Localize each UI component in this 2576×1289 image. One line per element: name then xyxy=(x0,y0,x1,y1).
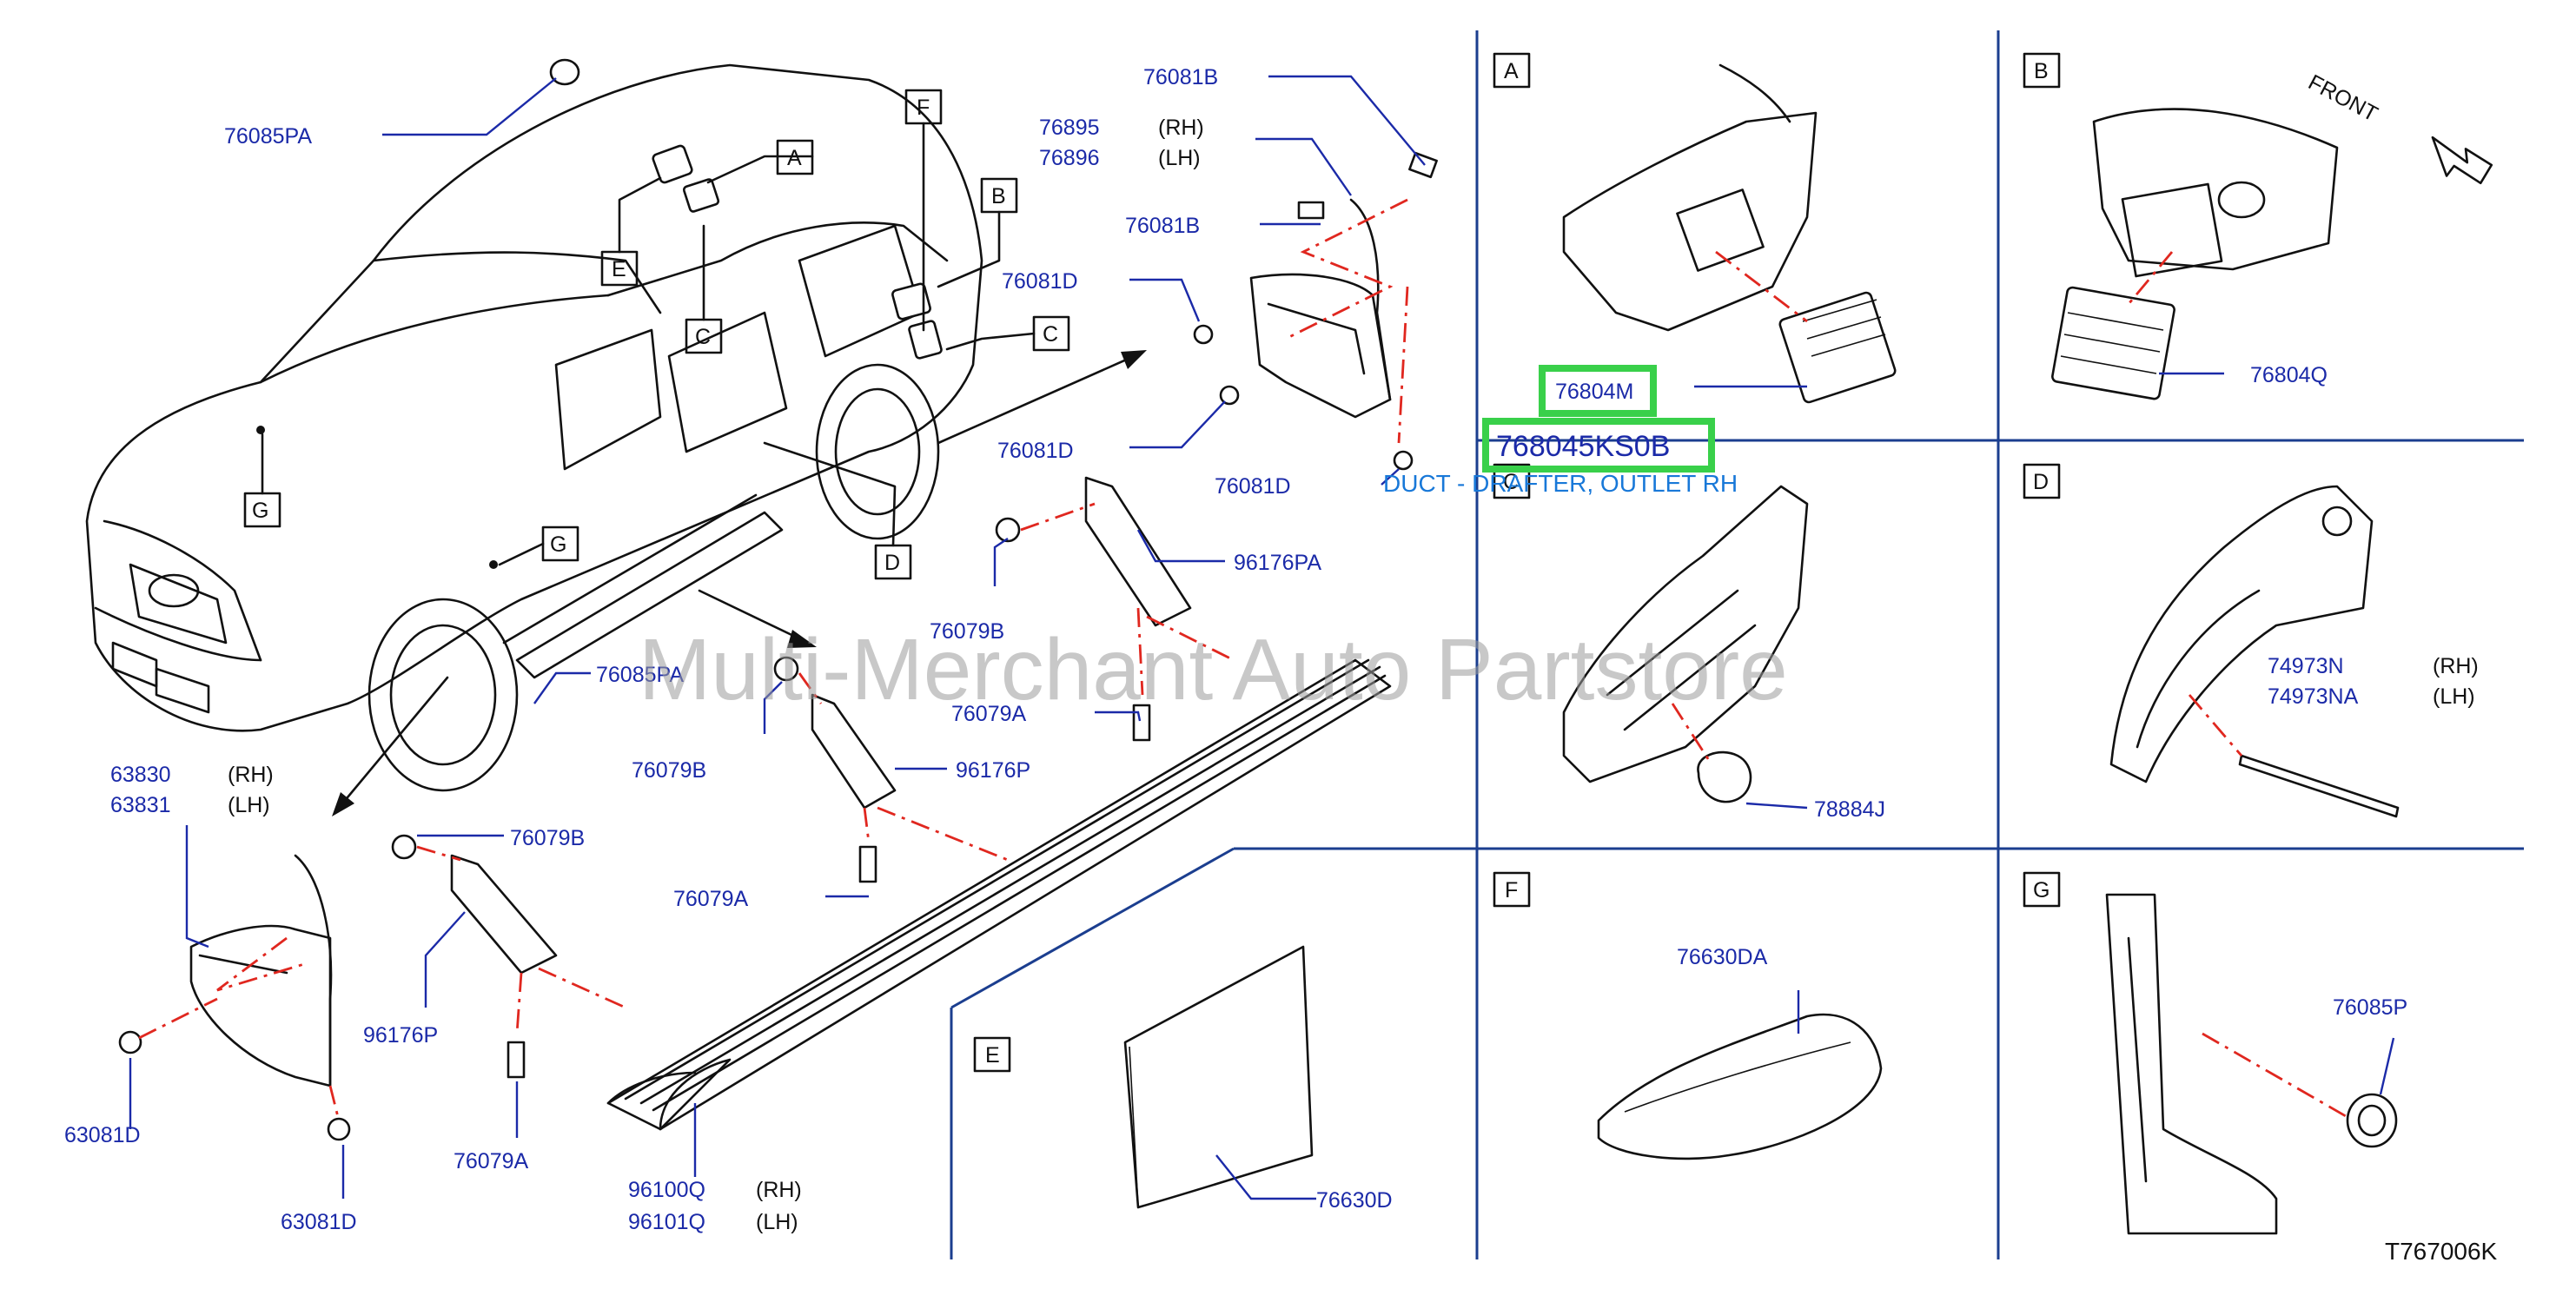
part-76085PA-low[interactable]: 76085PA xyxy=(596,663,684,687)
svg-text:C: C xyxy=(1503,470,1519,494)
part-76081D-c[interactable]: 76081D xyxy=(1215,474,1291,499)
svg-text:G: G xyxy=(2033,878,2050,902)
part-76079A-a[interactable]: 76079A xyxy=(951,702,1027,726)
panel-frame xyxy=(950,30,2524,1259)
svg-text:G: G xyxy=(550,532,566,557)
svg-text:(LH): (LH) xyxy=(228,793,270,817)
leader-lines xyxy=(129,75,2395,1200)
svg-text:(RH): (RH) xyxy=(2433,654,2479,678)
svg-text:E: E xyxy=(612,257,626,281)
mud-guard-rear xyxy=(118,854,351,1141)
detail-g-art xyxy=(2105,893,2398,1235)
svg-text:B: B xyxy=(991,184,1006,208)
part-74973NA[interactable]: 74973NA xyxy=(2268,684,2359,709)
car-callout-boxes: A B C C D E F G G xyxy=(243,89,1070,580)
detail-a-art xyxy=(1562,63,1897,404)
svg-text:C: C xyxy=(695,325,711,349)
part-76079B-c[interactable]: 76079B xyxy=(510,826,585,850)
vehicle-illustration xyxy=(85,58,983,792)
svg-text:(LH): (LH) xyxy=(1158,146,1201,170)
part-78884J[interactable]: 78884J xyxy=(1814,797,1885,822)
svg-text:B: B xyxy=(2034,59,2049,83)
front-arrow: FRONT xyxy=(2304,70,2493,185)
part-76079B-b[interactable]: 76079B xyxy=(632,758,706,783)
part-tooltip: DUCT - DRAFTER, OUTLET RH xyxy=(1383,470,1738,497)
part-76081D-a[interactable]: 76081D xyxy=(1002,269,1078,294)
part-74973N[interactable]: 74973N xyxy=(2268,654,2344,678)
part-76630DA[interactable]: 76630DA xyxy=(1677,945,1768,969)
detail-e-art xyxy=(1123,945,1314,1209)
part-76079A-b[interactable]: 76079A xyxy=(673,887,749,911)
part-96176P-a[interactable]: 96176P xyxy=(956,758,1030,783)
panel-letter-boxes: A B C D E F G xyxy=(973,52,2061,1073)
detail-d-art xyxy=(2109,485,2400,818)
part-63831[interactable]: 63831 xyxy=(110,793,171,817)
detail-f-art xyxy=(1597,1013,1883,1160)
svg-text:F: F xyxy=(1505,878,1518,902)
highlighted-parts: 76804M 768045KS0B xyxy=(1482,365,1715,473)
part-96101Q[interactable]: 96101Q xyxy=(628,1210,705,1234)
part-76081B-a[interactable]: 76081B xyxy=(1143,65,1218,89)
direction-arrows xyxy=(332,350,1147,816)
part-96176PA[interactable]: 96176PA xyxy=(1234,551,1321,575)
svg-text:D: D xyxy=(884,551,900,575)
watermark: Multi-Merchant Auto Partstore xyxy=(639,621,1788,718)
svg-text:(RH): (RH) xyxy=(756,1178,802,1202)
svg-text:(RH): (RH) xyxy=(1158,116,1204,140)
mud-guard-front xyxy=(1193,151,1438,471)
part-76079A-c[interactable]: 76079A xyxy=(454,1149,529,1173)
part-76081D-b[interactable]: 76081D xyxy=(997,439,1074,463)
part-76079B-a[interactable]: 76079B xyxy=(930,619,1004,644)
svg-text:G: G xyxy=(252,499,268,523)
svg-text:A: A xyxy=(1504,59,1519,83)
diagram-code: T767006K xyxy=(2385,1238,2498,1265)
highlighted-part-number[interactable]: 768045KS0B xyxy=(1496,430,1670,463)
part-76804Q[interactable]: 76804Q xyxy=(2250,363,2328,387)
svg-text:A: A xyxy=(787,146,802,170)
part-76895[interactable]: 76895 xyxy=(1039,116,1100,140)
detail-b-art xyxy=(2051,108,2339,400)
part-76085P[interactable]: 76085P xyxy=(2333,995,2407,1020)
running-board xyxy=(391,476,1392,1131)
part-76085PA-top[interactable]: 76085PA xyxy=(224,124,312,149)
svg-text:F: F xyxy=(917,96,930,120)
part-63830[interactable]: 63830 xyxy=(110,763,171,787)
svg-text:D: D xyxy=(2033,470,2049,494)
part-63081D-a[interactable]: 63081D xyxy=(64,1123,141,1147)
front-label: FRONT xyxy=(2304,70,2381,127)
part-76804M[interactable]: 76804M xyxy=(1555,380,1633,404)
part-76896[interactable]: 76896 xyxy=(1039,146,1100,170)
part-96176P-b[interactable]: 96176P xyxy=(363,1023,438,1048)
part-96100Q[interactable]: 96100Q xyxy=(628,1178,705,1202)
svg-text:(RH): (RH) xyxy=(228,763,274,787)
part-63081D-b[interactable]: 63081D xyxy=(281,1210,357,1234)
svg-text:E: E xyxy=(985,1043,1000,1068)
part-76081B-b[interactable]: 76081B xyxy=(1125,214,1200,238)
detail-c-art xyxy=(1562,485,1809,803)
svg-text:(LH): (LH) xyxy=(756,1210,798,1234)
svg-text:C: C xyxy=(1043,322,1058,347)
part-76630D[interactable]: 76630D xyxy=(1316,1188,1393,1213)
svg-text:(LH): (LH) xyxy=(2433,684,2475,709)
part-labels: 76085PA 76081B 76895 (RH) 76896 (LH) 760… xyxy=(64,65,2479,1234)
